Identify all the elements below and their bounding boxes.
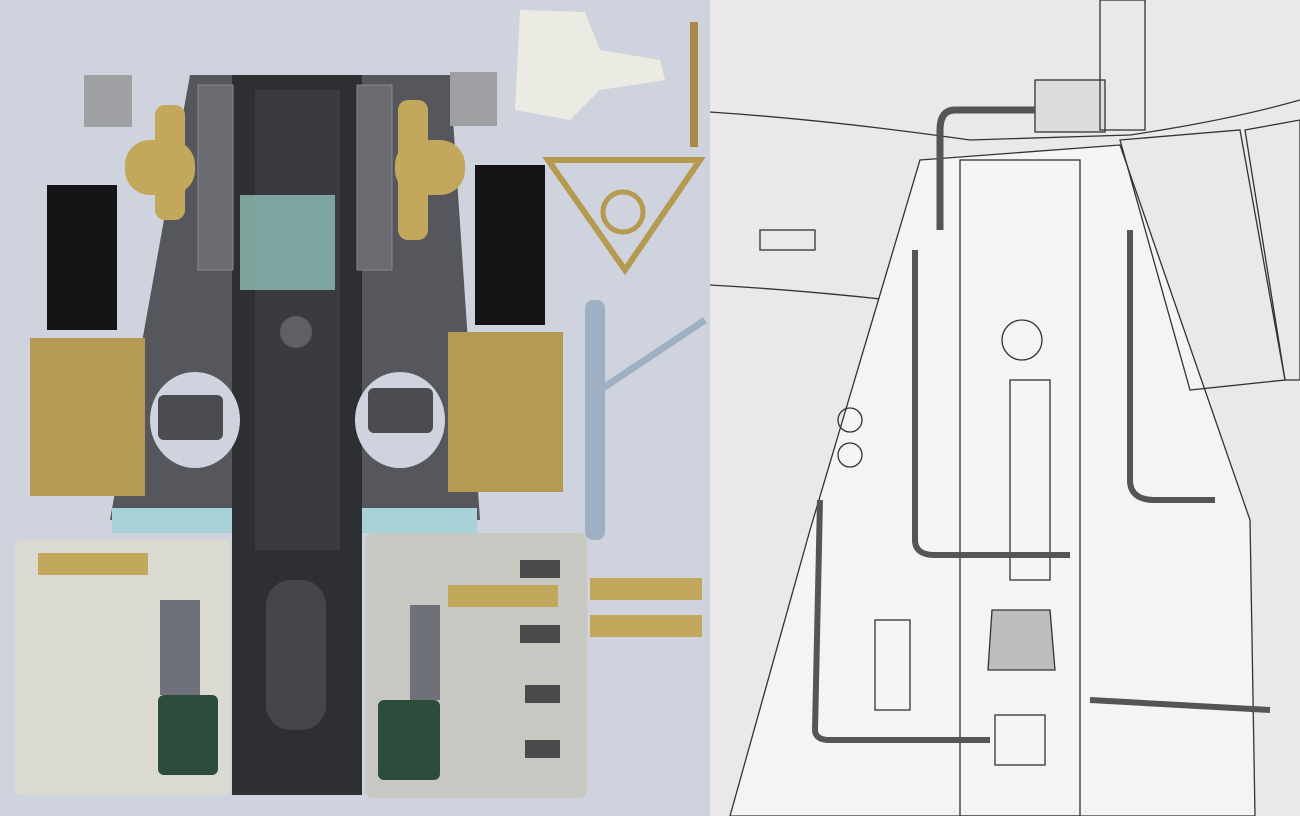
right-side-rail: [356, 84, 393, 271]
left-tank: [158, 395, 223, 440]
right-tan-manifold: [395, 140, 465, 195]
top-pipe: [936, 106, 1035, 230]
tan-rod: [690, 22, 698, 147]
cockpit-section-outline: [729, 144, 1256, 816]
outer-hull-arc: [710, 99, 1300, 141]
left-tan-plate: [30, 338, 145, 496]
central-dome: [987, 609, 1056, 671]
far-right-panel: [1244, 119, 1300, 381]
tan-sprue-left: [38, 553, 148, 575]
lower-left-pipe: [811, 499, 990, 743]
left-green-tank: [158, 695, 218, 775]
top-box: [1034, 79, 1106, 133]
tan-sprue-2: [590, 615, 702, 637]
top-conduit-bundle: [1099, 0, 1146, 131]
left-engine-block: [160, 600, 200, 695]
right-tan-plate: [448, 332, 563, 492]
central-shaft: [959, 159, 1081, 816]
left-side-rail: [197, 84, 234, 271]
right-engine-block: [410, 605, 440, 700]
central-column: [1009, 379, 1051, 581]
left-black-box: [47, 185, 117, 330]
central-dome-part: [266, 580, 326, 730]
tan-triangle-frame: [542, 157, 706, 276]
small-gray-part-left: [84, 75, 132, 127]
technical-drawing: [710, 0, 1300, 816]
left-blue-strip: [112, 508, 232, 533]
chassis-hub: [280, 316, 312, 348]
small-gray-part-right: [450, 72, 497, 126]
light-blue-barrel: [585, 300, 605, 540]
gear-circle: [1001, 319, 1043, 361]
teal-mechanism: [240, 195, 335, 290]
left-sphere-1: [837, 407, 863, 433]
right-tank: [368, 388, 433, 433]
cream-nozzle-part: [515, 10, 665, 120]
left-pipe: [912, 250, 1070, 558]
right-black-box: [475, 165, 545, 325]
right-pipe: [1127, 230, 1215, 503]
inner-hull-arc: [710, 284, 891, 301]
bottom-box: [994, 714, 1046, 766]
small-cylinder-part: [759, 229, 816, 251]
right-blue-strip: [362, 508, 477, 533]
tan-ring: [600, 189, 646, 235]
lower-right-pipe: [1089, 697, 1271, 713]
light-blue-arm: [598, 317, 707, 393]
left-tan-manifold: [125, 140, 195, 195]
engine-block: [874, 619, 911, 711]
left-sphere-2: [837, 442, 863, 468]
model-kit-photo: [0, 0, 710, 816]
right-green-tank: [378, 700, 440, 780]
tan-sprue-right: [448, 585, 558, 607]
tan-sprue-1: [590, 578, 702, 600]
panel-slots: [520, 560, 560, 758]
